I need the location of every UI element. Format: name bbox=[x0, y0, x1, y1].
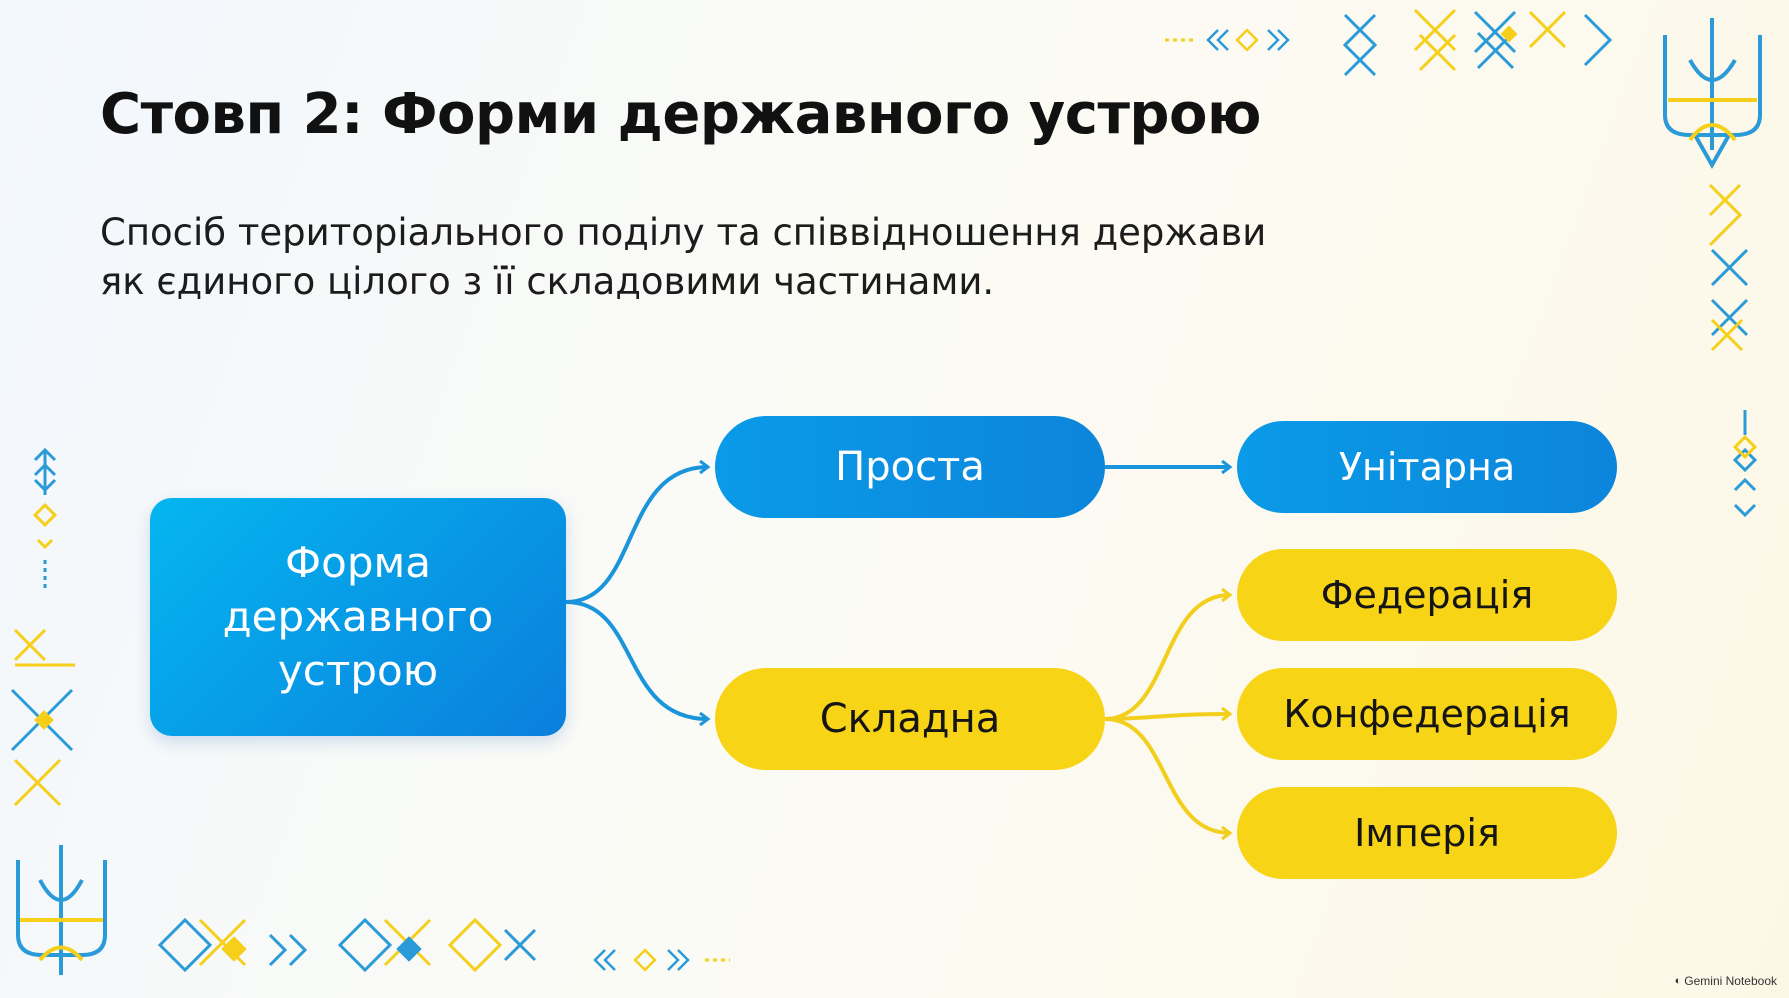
embroidery-pattern-icon bbox=[1342, 8, 1613, 77]
node-prosta: Проста bbox=[715, 416, 1105, 518]
arrow-ornament-icon bbox=[32, 447, 58, 590]
root-label-line: державного bbox=[222, 592, 494, 641]
node-skladna: Складна bbox=[715, 668, 1105, 770]
subtitle: Спосіб територіального поділу та співвід… bbox=[100, 208, 1400, 306]
root-node: Форма державного устрою bbox=[150, 498, 566, 736]
node-unitarna: Унітарна bbox=[1237, 421, 1617, 513]
connector-skladna-federacia bbox=[1104, 595, 1230, 721]
root-label-line: устрою bbox=[277, 646, 439, 695]
embroidery-pattern-icon bbox=[157, 917, 537, 973]
page-title: Стовп 2: Форми державного устрою bbox=[100, 82, 1261, 147]
gemini-icon: ◐ bbox=[1674, 975, 1682, 987]
node-konfederacia: Конфедерація bbox=[1237, 668, 1617, 760]
embroidery-pattern-icon bbox=[10, 628, 75, 807]
subtitle-line: Спосіб територіального поділу та співвід… bbox=[100, 211, 1267, 254]
arrow-ornament-icon bbox=[593, 948, 730, 972]
trident-icon bbox=[1663, 18, 1762, 170]
trident-icon bbox=[16, 845, 107, 975]
node-imperia: Імперія bbox=[1237, 787, 1617, 879]
connector-skladna-konfederacia bbox=[1104, 714, 1230, 719]
root-label-line: Форма bbox=[285, 538, 431, 587]
arrow-ornament-icon bbox=[1165, 28, 1290, 52]
connector-skladna-imperia bbox=[1104, 717, 1230, 833]
connector-root-prosta bbox=[565, 467, 708, 604]
watermark-text: Gemini Notebook bbox=[1684, 974, 1777, 988]
watermark: ◐ Gemini Notebook bbox=[1675, 974, 1777, 988]
subtitle-line: як єдиного цілого з її складовими частин… bbox=[100, 260, 995, 303]
connector-root-skladna bbox=[565, 600, 708, 719]
embroidery-pattern-icon bbox=[1708, 183, 1758, 518]
node-federacia: Федерація bbox=[1237, 549, 1617, 641]
